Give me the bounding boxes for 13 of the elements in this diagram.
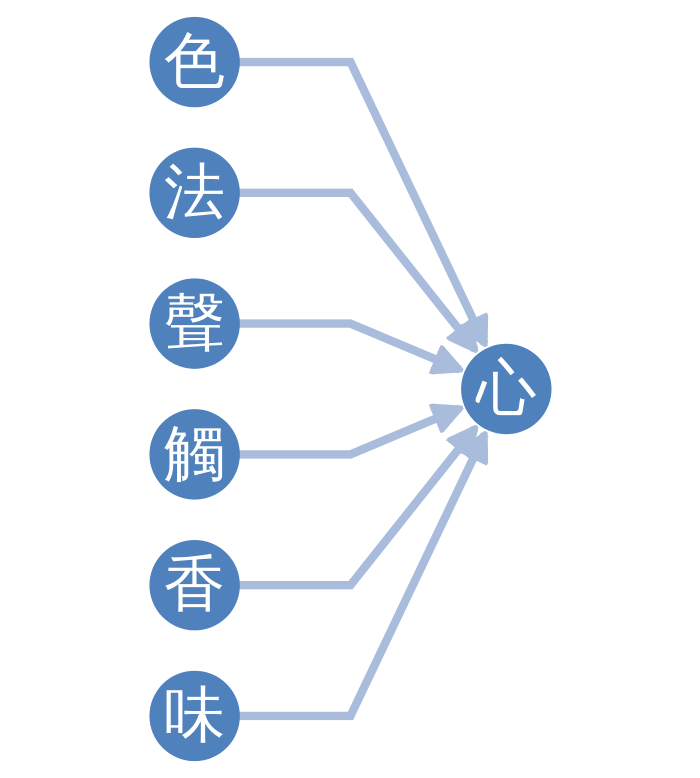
node-circle: 香 bbox=[148, 540, 240, 630]
arrow bbox=[238, 424, 478, 590]
node-circle: 色 bbox=[148, 16, 240, 108]
arrow bbox=[238, 403, 464, 459]
node-circle: 法 bbox=[148, 148, 240, 238]
node-circle: 味 bbox=[148, 670, 240, 762]
arrow bbox=[238, 319, 464, 375]
arrow bbox=[238, 188, 478, 354]
node-circle: 聲 bbox=[148, 278, 240, 369]
node-circle: 觸 bbox=[148, 409, 240, 500]
node-circle: 心 bbox=[460, 344, 552, 434]
arrow bbox=[238, 58, 488, 348]
arrow bbox=[238, 430, 488, 720]
